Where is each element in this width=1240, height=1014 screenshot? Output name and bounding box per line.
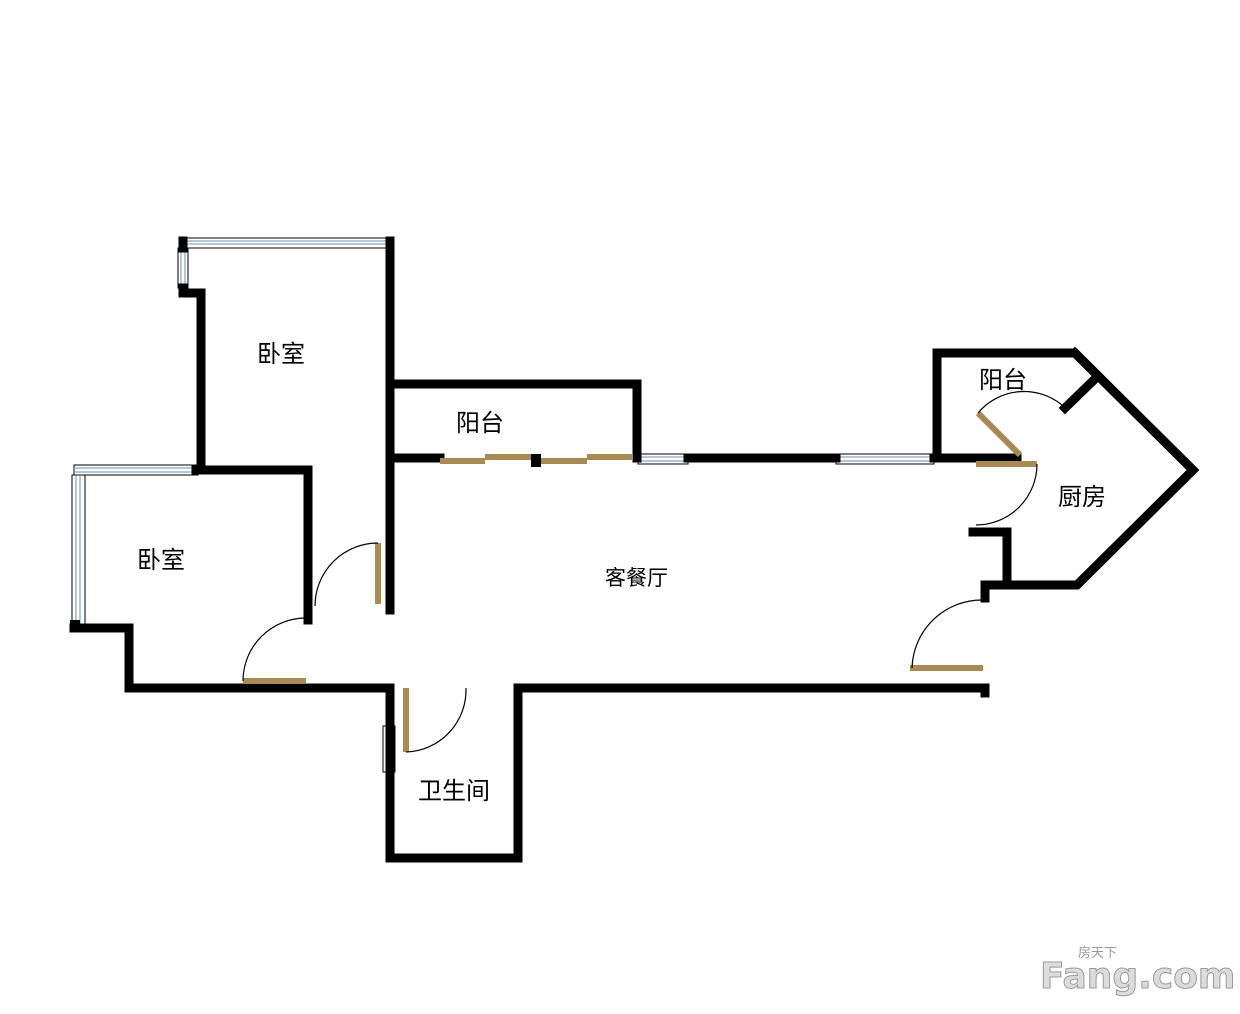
- label-balcony-right: 阳台: [979, 366, 1027, 394]
- watermark-tagline: 房天下: [1078, 945, 1117, 961]
- wall-kitchen-door-jamb: [980, 580, 1012, 603]
- door-bedroom-left: [242, 617, 307, 684]
- label-bedroom-top: 卧室: [257, 340, 305, 368]
- watermark-logo: 房天下 Fang.com: [1040, 945, 1236, 998]
- doors: [242, 390, 1063, 753]
- wall-post-left: [70, 620, 80, 632]
- wall-balcony-middle: [385, 379, 642, 463]
- door-bedroom-top: [314, 542, 381, 607]
- door-living-east: [910, 599, 984, 671]
- label-bathroom: 卫生间: [418, 777, 490, 805]
- label-balcony-middle: 阳台: [456, 409, 504, 437]
- door-bathroom: [403, 687, 467, 753]
- door-kitchen: [975, 461, 1038, 526]
- window-living-north-right: [835, 453, 935, 465]
- walls: [69, 236, 1200, 863]
- door-balcony-right: [975, 390, 1063, 458]
- wall-bedroom-top-west: [178, 236, 206, 475]
- label-bedroom-left: 卧室: [137, 546, 185, 574]
- window-bedroom-left-west: [71, 474, 86, 626]
- wall-kitchen-outer: [968, 346, 1200, 590]
- label-living-dining: 客餐厅: [605, 566, 668, 590]
- balcony-door-post: [531, 454, 541, 467]
- wall-bedroom-divider: [191, 465, 313, 625]
- watermark-brand: Fang.com: [1040, 956, 1235, 997]
- window-bedroom-top-north: [185, 237, 387, 249]
- window-bedroom-left-north: [73, 464, 199, 476]
- window-bedroom-top-west: [177, 247, 189, 289]
- label-kitchen: 厨房: [1058, 483, 1106, 511]
- window-living-north-small: [637, 453, 689, 465]
- wall-left-bottom: [69, 623, 990, 863]
